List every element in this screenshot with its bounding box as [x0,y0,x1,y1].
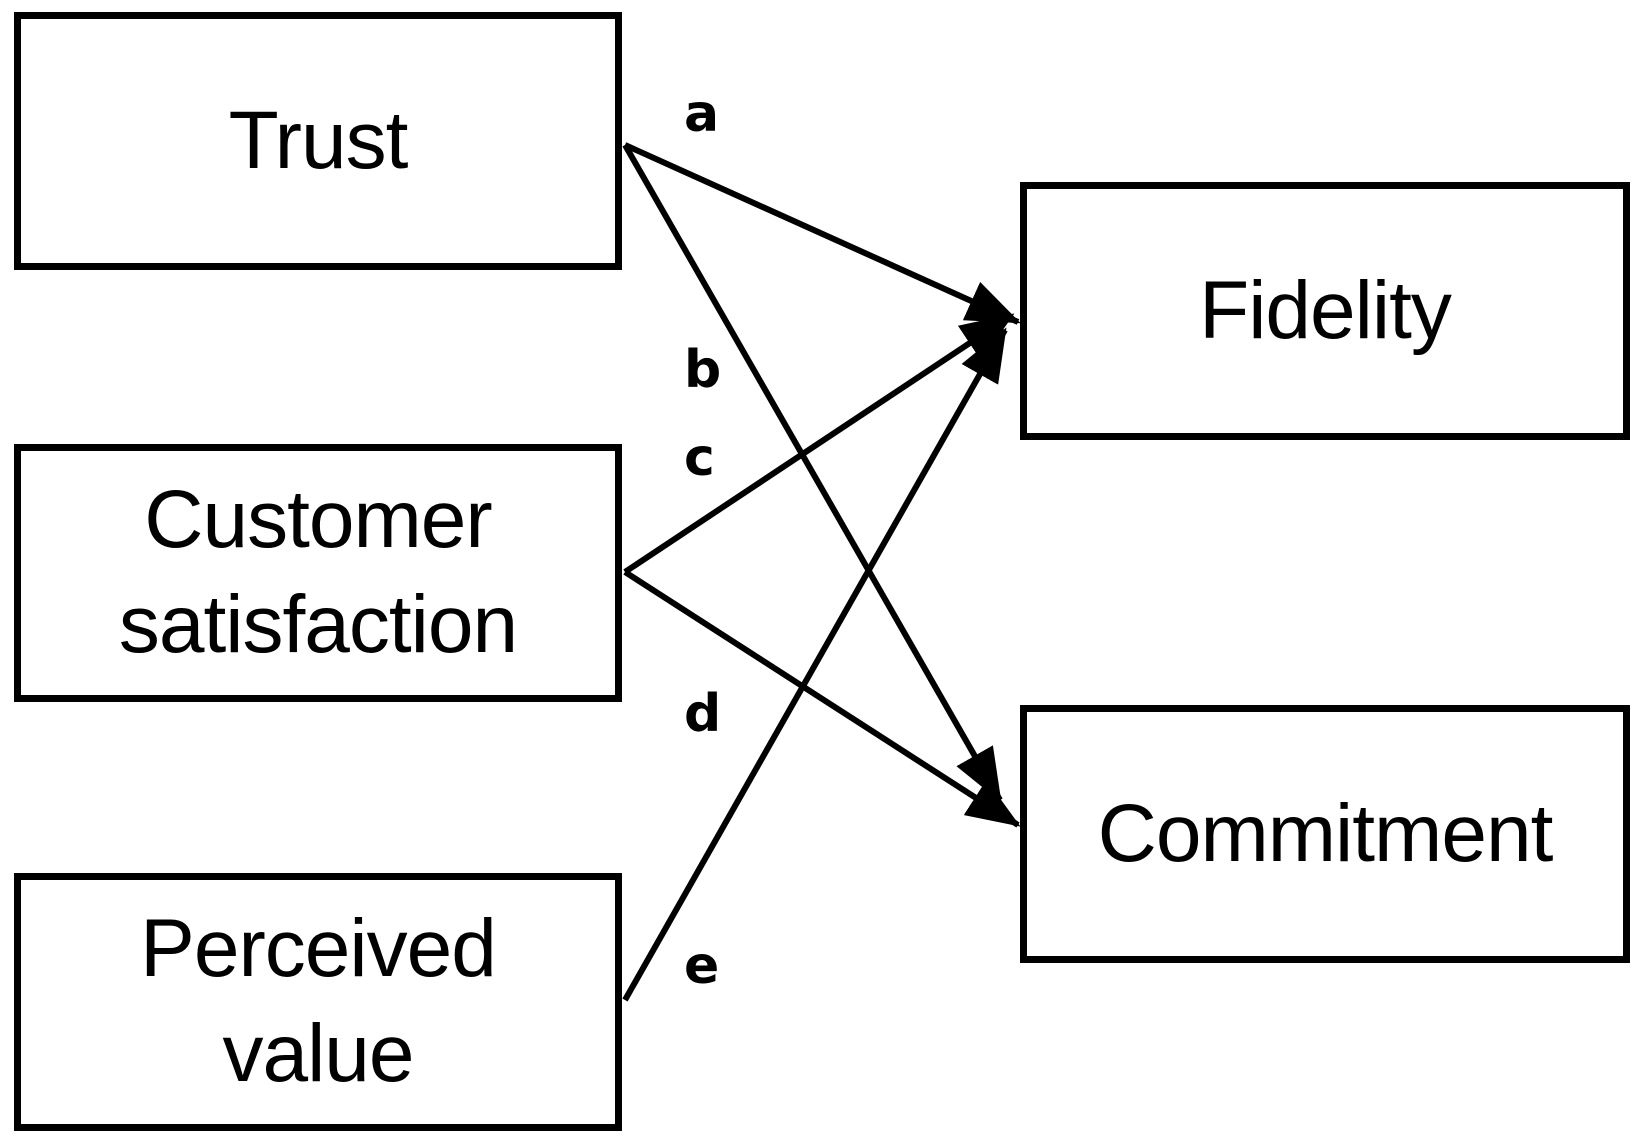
node-fidelity: Fidelity [1020,182,1630,440]
edge-trust-commitment [622,143,1003,803]
path-label-c: c [684,428,715,488]
node-commitment: Commitment [1020,705,1630,963]
path-label-b: b [684,340,722,400]
node-customer-satisfaction: Customer satisfaction [14,444,622,702]
path-label-a: a [684,84,720,144]
node-commitment-label: Commitment [1097,787,1554,879]
node-fidelity-label: Fidelity [1199,264,1452,356]
node-trust-label: Trust [228,94,409,186]
node-perceived-value: Perceived value [14,873,622,1131]
edge-satisfaction-fidelity [623,312,1015,575]
edge-perceived-value-fidelity [622,327,1008,1002]
node-customer-satisfaction-label: Customer satisfaction [118,474,518,670]
node-trust: Trust [14,12,622,270]
path-label-e: e [684,936,720,996]
node-perceived-value-label: Perceived value [140,903,497,1099]
edge-trust-fidelity [623,142,1021,325]
path-label-d: d [684,684,722,744]
edge-satisfaction-commitment [623,569,1021,828]
